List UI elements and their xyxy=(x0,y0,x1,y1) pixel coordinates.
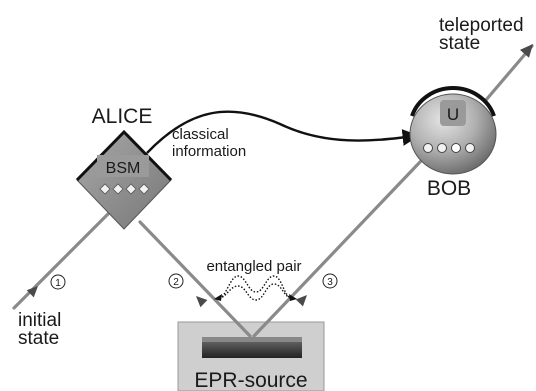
bob-sphere xyxy=(409,93,497,175)
beam-arrows xyxy=(26,44,533,308)
detector-icon xyxy=(423,143,433,153)
detector-icon xyxy=(99,183,111,195)
teleported-label-line2: state xyxy=(439,33,480,54)
entangled-pair-label: entangled pair xyxy=(206,258,301,275)
detector-icon xyxy=(138,183,150,195)
input-arrow-icon xyxy=(26,286,38,298)
output-arrow-icon xyxy=(519,44,533,58)
epr-source-label: EPR-source xyxy=(194,369,307,391)
bob-sphere-top-edge xyxy=(410,86,496,117)
u-label: U xyxy=(447,105,459,124)
beam-3 xyxy=(252,160,422,338)
u-label-box xyxy=(440,100,466,126)
bob-label: BOB xyxy=(427,177,471,200)
entangled-left-arrow-icon xyxy=(214,294,222,301)
bsm-detectors xyxy=(99,183,150,195)
bsm-label-box xyxy=(97,155,149,177)
classical-information-arrow xyxy=(146,110,420,154)
bsm-diamond xyxy=(76,131,172,230)
bsm-diamond-top-edge xyxy=(75,129,173,182)
marker-1: 1 xyxy=(55,278,61,289)
detector-icon xyxy=(437,143,447,153)
alice-label: ALICE xyxy=(92,105,153,128)
classical-label-line2: information xyxy=(172,143,246,160)
teleported-label-line1: teleported xyxy=(439,15,524,36)
beam2-arrow-icon xyxy=(196,296,208,308)
marker-3: 3 xyxy=(327,277,333,288)
detector-icon xyxy=(465,143,475,153)
bob-detectors xyxy=(423,143,475,153)
markers: 1 2 3 xyxy=(50,273,338,290)
epr-source: EPR-source xyxy=(177,321,325,391)
initial-label-line1: initial xyxy=(18,310,61,331)
entangled-wave-1 xyxy=(218,275,293,299)
classical-label-line1: classical xyxy=(172,126,229,143)
detector-icon xyxy=(451,143,461,153)
marker-1-circle xyxy=(50,274,66,290)
detector-icon xyxy=(112,183,124,195)
initial-label-line2: state xyxy=(18,328,59,349)
entangled-wave-2 xyxy=(218,283,293,301)
marker-2: 2 xyxy=(173,277,179,288)
output-beam xyxy=(484,44,534,102)
bob-unitary-device: U xyxy=(409,86,497,175)
marker-3-circle xyxy=(322,273,338,289)
epr-crystal-top xyxy=(202,337,302,342)
bsm-label: BSM xyxy=(106,160,141,177)
detector-icon xyxy=(125,183,137,195)
entangled-pair-wave xyxy=(214,275,297,301)
beam3-arrow-icon xyxy=(295,295,307,307)
entangled-right-arrow-icon xyxy=(289,294,297,301)
marker-2-circle xyxy=(168,273,184,289)
beam-2 xyxy=(138,220,252,338)
alice-bsm-device: BSM xyxy=(75,129,173,230)
epr-crystal xyxy=(202,340,302,358)
